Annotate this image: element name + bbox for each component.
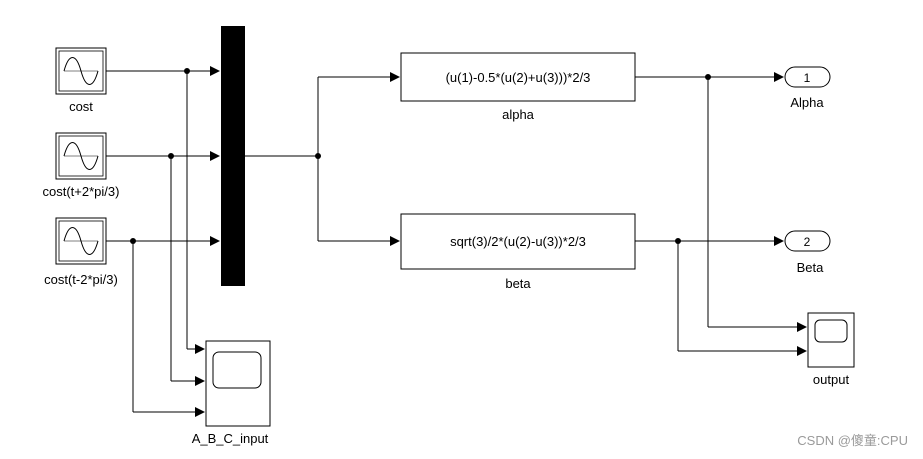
- scope-screen-icon: [814, 319, 848, 343]
- fcn-block-beta[interactable]: sqrt(3)/2*(u(2)-u(3))*2/3: [400, 213, 636, 270]
- outport-beta-number: 2: [804, 235, 811, 249]
- outport-beta-label: Beta: [797, 260, 825, 275]
- scope-input-label: A_B_C_input: [192, 431, 269, 446]
- scope-input[interactable]: [205, 340, 271, 427]
- fcn-beta-label: beta: [505, 276, 531, 291]
- fcn-block-alpha[interactable]: (u(1)-0.5*(u(2)+u(3)))*2/3: [400, 52, 636, 102]
- sine-source-cost[interactable]: [55, 47, 107, 95]
- scope-screen-icon: [212, 351, 262, 389]
- mux-output-wires: [245, 72, 400, 246]
- outport-alpha-label: Alpha: [790, 95, 824, 110]
- watermark: CSDN @傻童:CPU: [797, 433, 908, 448]
- fcn-alpha-label: alpha: [502, 107, 535, 122]
- scope-output-label: output: [813, 372, 850, 387]
- fcn-alpha-expression: (u(1)-0.5*(u(2)+u(3)))*2/3: [446, 70, 591, 85]
- source-label-cost-minus: cost(t-2*pi/3): [44, 272, 118, 287]
- source-wires: [106, 66, 220, 417]
- mux-block[interactable]: [221, 26, 245, 286]
- fcn-beta-expression: sqrt(3)/2*(u(2)-u(3))*2/3: [450, 234, 586, 249]
- output-wires: [635, 72, 807, 356]
- outport-alpha-number: 1: [804, 71, 811, 85]
- scope-output[interactable]: [807, 312, 855, 368]
- outport-beta[interactable]: 2: [784, 230, 831, 252]
- outport-alpha[interactable]: 1: [784, 66, 831, 88]
- source-label-cost-plus: cost(t+2*pi/3): [43, 184, 120, 199]
- sine-source-cost-minus[interactable]: [55, 217, 107, 265]
- source-label-cost: cost: [69, 99, 93, 114]
- sine-source-cost-plus[interactable]: [55, 132, 107, 180]
